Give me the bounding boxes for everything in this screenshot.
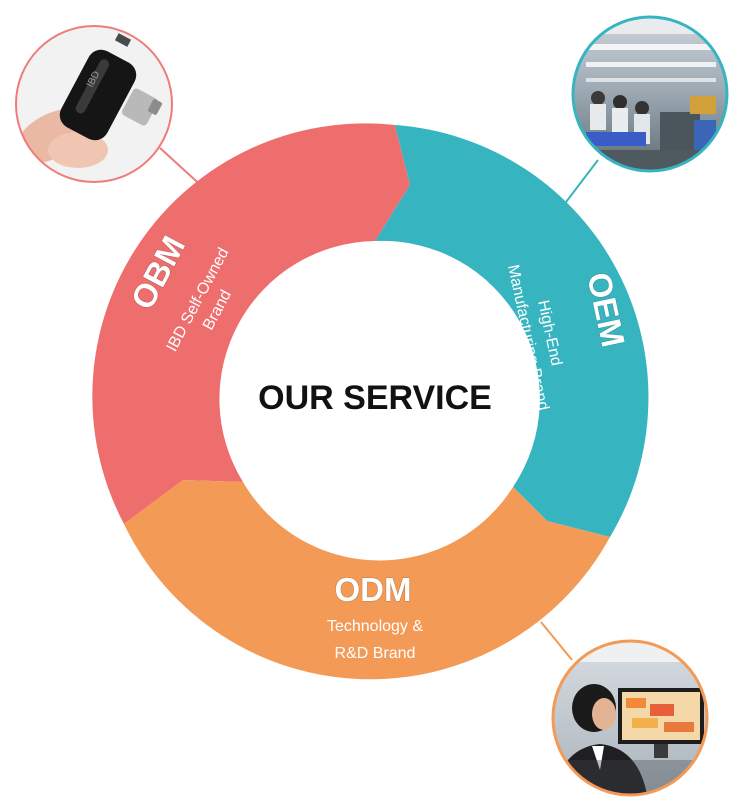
odm-segment xyxy=(124,480,610,680)
odm-subtitle-line1: Technology & xyxy=(327,618,423,635)
car-charger-photo: IBD xyxy=(15,25,173,183)
engineer-photo xyxy=(551,639,709,797)
connector-oem-line xyxy=(562,159,599,207)
oem-segment xyxy=(375,125,649,537)
odm-title: ODM xyxy=(335,571,412,608)
connector-odm-line xyxy=(540,621,573,661)
odm-subtitle-line2: R&D Brand xyxy=(335,645,416,662)
center-title: OUR SERVICE xyxy=(258,379,492,417)
obm-segment xyxy=(92,123,410,524)
factory-photo xyxy=(571,15,729,173)
